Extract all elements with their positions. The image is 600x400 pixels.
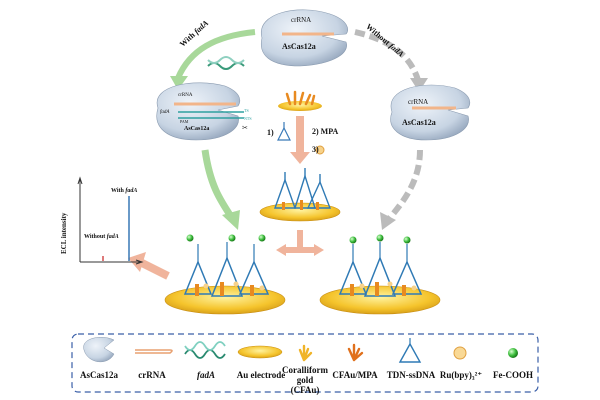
legend-label-ascas12a: AsCas12a: [79, 370, 118, 380]
fe-cooh-icon: [508, 348, 518, 358]
left-down-arrow: [201, 149, 240, 230]
plot-ylabel: ECL intensity: [60, 212, 68, 254]
ru-bpy-icon: [453, 346, 467, 360]
left-nts-label: NTS: [244, 116, 252, 121]
center-cfau-icon: [278, 90, 322, 111]
legend-label-fe-cooh: Fe-COOH: [493, 370, 533, 380]
au-electrode-icon: [237, 345, 283, 359]
legend-box: [71, 333, 539, 393]
step3-label: 3): [312, 145, 319, 154]
legend-label-cfau-mpa: CFAu/MPA: [332, 370, 378, 380]
top-ascas12a-icon: [260, 9, 349, 67]
center-down-arrow: [290, 116, 310, 164]
legend-label-tdn-ssdna: TDN-ssDNA: [386, 370, 436, 380]
step1-tdn-icon: [277, 122, 291, 141]
right-crrna-label: crRNA: [408, 98, 429, 106]
coralliform-gold-icon: [298, 344, 313, 362]
step1-label: 1): [267, 128, 274, 137]
fada-dna-icon: [184, 341, 226, 359]
svg-text:✂: ✂: [242, 124, 248, 132]
plot-without-label: Without fadA: [84, 234, 119, 240]
legend-label-fada: fadA: [197, 370, 215, 380]
center-electrode: [259, 168, 341, 222]
to-plot-arrow: [128, 252, 170, 280]
left-fada-label: fadA: [160, 110, 170, 115]
left-pam-label: PAM: [180, 119, 189, 124]
left-crrna-label: crRNA: [178, 93, 193, 98]
legend-label-coralliform-gold: Coralliform gold (CFAu): [282, 365, 328, 395]
with-fada-arrow: [170, 29, 256, 90]
without-fada-arrow: [354, 29, 428, 92]
split-arrow: [276, 230, 324, 256]
right-down-arrow: [380, 149, 423, 230]
left-ascas12a-complex: ✂: [156, 82, 248, 141]
crrna-icon: [135, 349, 173, 354]
step2-label: 2) MPA: [312, 127, 339, 136]
legend-label-au-electrode: Au electrode: [236, 370, 286, 380]
right-ascas12a-icon: [390, 84, 471, 141]
top-crrna-label: crRNA: [291, 16, 312, 24]
legend-label-crrna: crRNA: [138, 370, 166, 380]
fada-dna-icon-top: [207, 56, 245, 70]
top-ascas12a-label: AsCas12a: [282, 42, 316, 51]
ascas12a-icon: [83, 337, 115, 362]
right-ascas12a-label: AsCas12a: [402, 118, 436, 127]
tdn-ssdna-icon: [398, 338, 422, 363]
left-ascas12a-label: AsCas12a: [184, 126, 210, 132]
ecl-plot: [77, 176, 144, 265]
plot-with-label: With fadA: [111, 188, 138, 194]
step3-ru-icon: [315, 145, 325, 155]
cfau-mpa-icon: [347, 343, 364, 362]
legend-label-ru-bpy: Ru(bpy)₃²⁺: [439, 370, 483, 380]
left-final-electrode: [164, 234, 286, 315]
right-final-electrode: [319, 234, 441, 315]
left-ts-label: TS: [244, 108, 249, 113]
